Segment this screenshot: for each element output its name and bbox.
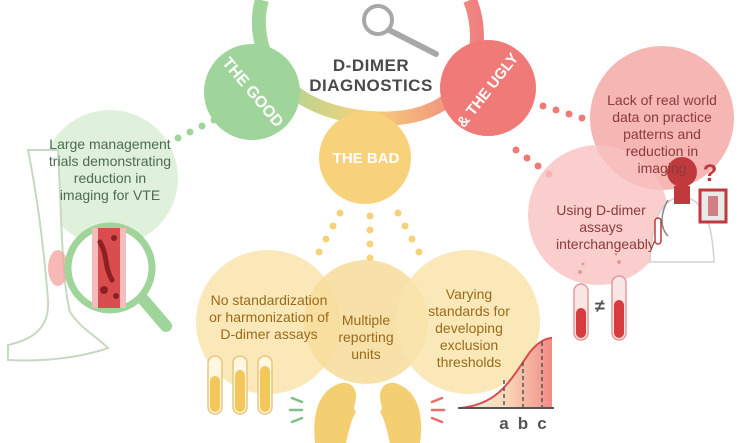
talking-heads-icon	[288, 382, 446, 443]
ugly-item-real-world-data: Lack of real world data on practice patt…	[607, 92, 717, 176]
good-item-management-trials: Large management trials demonstrating re…	[48, 136, 172, 203]
threshold-label-c: c	[537, 414, 547, 433]
threshold-chart	[458, 337, 554, 409]
magnifier-icon	[362, 4, 439, 57]
threshold-label-a: a	[499, 414, 509, 433]
bad-item-standardization: No standardization or harmonization of D…	[209, 292, 329, 342]
title-line-1: D-DIMER	[332, 56, 410, 75]
ugly-cluster	[440, 40, 734, 341]
threshold-label-b: b	[517, 414, 529, 433]
ugly-item-interchangeable-assays: Using D-dimer assays interchangeably	[556, 202, 655, 252]
question-mark-icon: ?	[702, 160, 718, 187]
bad-cluster	[196, 112, 554, 443]
label-the-bad: THE BAD	[332, 150, 400, 167]
doctor-icon	[649, 157, 728, 263]
good-cluster	[7, 44, 300, 362]
title-line-2: DIAGNOSTICS	[309, 76, 433, 95]
bad-item-reporting-units: Multiple reporting units	[338, 312, 394, 362]
test-tubes-red	[573, 252, 627, 341]
bad-item-exclusion-thresholds: Varying standards for developing exclusi…	[428, 286, 510, 370]
diagram-title: D-DIMER DIAGNOSTICS	[286, 56, 456, 96]
test-tubes-yellow	[207, 355, 273, 415]
not-equal-icon: ≠	[595, 296, 605, 316]
